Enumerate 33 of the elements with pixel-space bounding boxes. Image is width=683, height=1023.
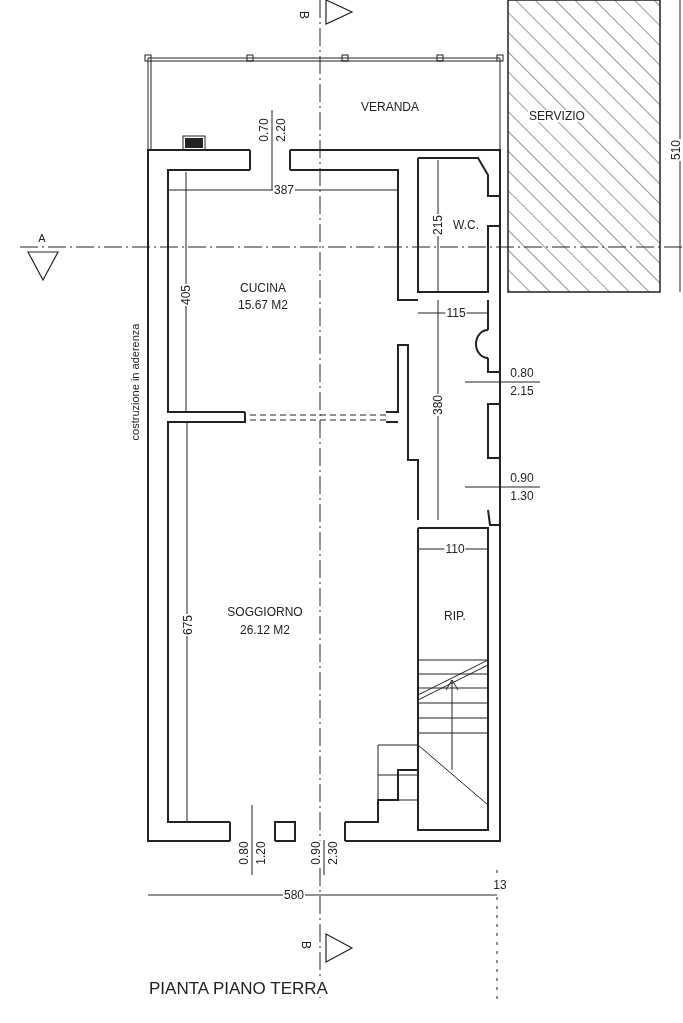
dimension-text: 0.90 [509, 472, 535, 484]
note-text: costruzione in aderenza [129, 322, 141, 442]
dimension-text: 1.30 [509, 490, 535, 502]
dimension-text: 510 [670, 139, 682, 161]
section-letter: B [298, 10, 310, 20]
dimension-text: 13 [492, 879, 508, 891]
room-name: SERVIZIO [528, 110, 586, 122]
area-text: 15.67 M2 [237, 299, 289, 311]
dimension-text: 115 [445, 307, 467, 319]
room-name: RIP. [443, 610, 467, 622]
dimension-text: 215 [432, 214, 444, 236]
room-name: W.C. [452, 219, 480, 231]
dimension-text: 0.90 [310, 840, 322, 866]
drawing-caption: PIANTA PIANO TERRA [148, 980, 329, 997]
dimension-text: 0.70 [258, 117, 270, 143]
dimension-text: 2.15 [509, 385, 535, 397]
room-name: CUCINA [239, 282, 287, 294]
dimension-text: 0.80 [238, 840, 250, 866]
section-letter: A [37, 232, 47, 244]
area-text: 26.12 M2 [239, 624, 291, 636]
dimension-text: 387 [273, 184, 295, 196]
dimension-text: 2.20 [275, 117, 287, 143]
dimension-text: 0.80 [509, 367, 535, 379]
dimension-text: 380 [432, 394, 444, 416]
room-name: VERANDA [360, 101, 420, 113]
dimension-text: 580 [283, 889, 305, 901]
dimension-text: 110 [444, 543, 466, 555]
dimension-text: 675 [182, 614, 194, 636]
dimension-text: 1.20 [255, 840, 267, 866]
dimension-text: 405 [180, 284, 192, 306]
room-name: SOGGIORNO [226, 606, 304, 618]
section-letter: B [300, 940, 312, 950]
dimension-text: 2.30 [327, 840, 339, 866]
